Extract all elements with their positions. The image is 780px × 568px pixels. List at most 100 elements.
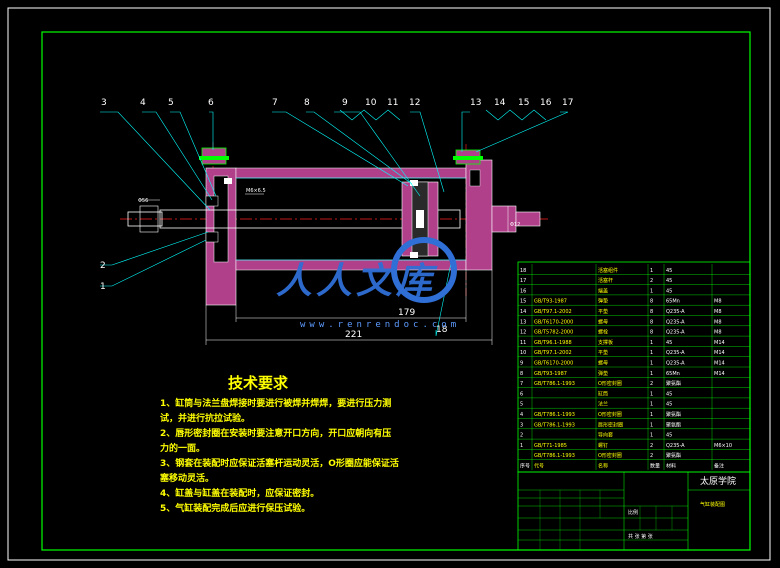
bom-cell-mat: Q235-A (666, 361, 685, 367)
bom-cell-code: GB/T6170-2000 (534, 319, 573, 325)
bom-cell-code: GB/T71-1985 (534, 443, 567, 449)
bom-cell-code: GB/T93-1987 (534, 299, 567, 305)
bom-cell-name: O形密封圈 (598, 411, 622, 418)
bom-cell-no: 1 (520, 443, 523, 449)
bom-cell-qty: 1 (650, 340, 653, 346)
bom-cell-no: 6 (520, 391, 523, 397)
watermark-url: www.renrendoc.com (300, 320, 461, 330)
bom-cell-no: 15 (520, 299, 526, 305)
bom-cell-qty: 2 (650, 278, 653, 284)
bom-cell-code: GB/T97.1-2002 (534, 309, 572, 315)
bom-cell-name: 平垫 (598, 308, 608, 315)
bom-cell-name: 活塞组件 (598, 267, 618, 274)
part-number: 6 (208, 98, 214, 108)
bom-cell-mat: 45 (666, 268, 672, 274)
bom-cell-no: 4 (520, 412, 523, 418)
bom-cell-mat: Q235-A (666, 350, 685, 356)
tech-title: 技术要求 (228, 374, 289, 392)
bom-cell-note: M14 (714, 340, 725, 346)
part-number: 12 (409, 98, 420, 108)
bom-cell-qty: 1 (650, 391, 653, 397)
bom-cell-qty: 1 (650, 402, 653, 408)
bom-cell-qty: 8 (650, 330, 653, 336)
cylinder-barrel (235, 167, 467, 271)
bom-cell-no: 16 (520, 288, 526, 294)
dim-overall: 221 (345, 330, 362, 340)
bom-cell-name: 活塞杆 (598, 277, 613, 284)
bom-cell-code: GB/T5782-2000 (534, 330, 573, 336)
bom-cell-qty: 8 (650, 309, 653, 315)
bom-cell-mat: 45 (666, 340, 672, 346)
bom-cell-name: 弹垫 (598, 298, 608, 305)
bom-cell-qty: 数量 (650, 463, 660, 470)
bom-cell-name: O形密封圈 (598, 452, 622, 459)
scale-label: 比例 (628, 509, 638, 516)
part-number: 1 (100, 282, 106, 292)
bom-cell-no: 3 (520, 422, 523, 428)
part-number: 2 (100, 261, 106, 271)
bom-cell-mat: 65Mn (666, 371, 680, 377)
bom-cell-qty: 8 (650, 299, 653, 305)
bom-cell-mat: Q235-A (666, 309, 685, 315)
dim-side: M6×6.5 (246, 188, 266, 194)
bom-cell-name: 唇形密封圈 (598, 421, 623, 428)
front-flange (199, 147, 237, 306)
bom-cell-qty: 1 (650, 422, 653, 428)
piston (401, 181, 439, 257)
bom-cell-mat: 聚氨酯 (666, 411, 681, 418)
dim-flange: Φ56 (138, 198, 148, 204)
tech-item: 1、缸筒与法兰盘焊接时要进行被焊并焊焊，要进行压力测 (160, 399, 392, 409)
bom-cell-code: GB/T786.1-1993 (534, 381, 575, 387)
bom-cell-mat: Q235-A (666, 319, 685, 325)
bom-cell-name: 弹垫 (598, 370, 608, 377)
dimension-lines (140, 193, 509, 345)
bom-cell-no: 14 (520, 309, 526, 315)
bom-cell-note: 备注 (714, 463, 724, 470)
bom-cell-note: M14 (714, 350, 725, 356)
bom-cell-mat: Q235-A (666, 330, 685, 336)
dim-extra: Φ12 (510, 222, 520, 228)
bom-cell-mat: 65Mn (666, 299, 680, 305)
bom-cell-mat: 45 (666, 391, 672, 397)
bom-cell-note: M8 (714, 330, 722, 336)
bom-cell-no: 9 (520, 361, 523, 367)
bom-cell-mat: 45 (666, 402, 672, 408)
watermark-logo (391, 237, 457, 303)
tech-item: 5、气缸装配完成后应进行保压试验。 (160, 504, 311, 514)
bom-cell-note: M14 (714, 371, 725, 377)
piston-rod (127, 205, 461, 233)
bom-cell-qty: 1 (650, 433, 653, 439)
bom-cell-qty: 1 (650, 350, 653, 356)
bom-cell-no: 7 (520, 381, 523, 387)
bom-cell-note: M6×10 (714, 443, 732, 449)
bom-cell-qty: 1 (650, 412, 653, 418)
leader-lines (100, 111, 569, 337)
bom-cell-no: 序号 (520, 463, 530, 470)
bom-cell-note: M8 (714, 319, 722, 325)
tech-item: 塞移动灵活。 (160, 474, 215, 484)
rear-cap (453, 149, 541, 271)
bom-cell-code: 代号 (534, 463, 544, 470)
bom-cell-code: GB/T6170-2000 (534, 361, 573, 367)
bom-cell-mat: 聚氨酯 (666, 421, 681, 428)
bom-cell-qty: 1 (650, 371, 653, 377)
tech-item: 2、唇形密封圈在安装时要注意开口方向，开口应朝向有压 (160, 429, 392, 439)
part-number: 10 (365, 98, 377, 108)
bom-cell-code: GB/T786.1-1993 (534, 412, 575, 418)
bom-cell-no: 8 (520, 371, 523, 377)
bom-cell-qty: 1 (650, 361, 653, 367)
part-number: 16 (540, 98, 552, 108)
bom-cell-note: M8 (714, 299, 722, 305)
bom-cell-code: GB/T97.1-2002 (534, 350, 572, 356)
part-number: 17 (562, 98, 573, 108)
watermark-text: 人人文库 (276, 260, 437, 302)
sheet-label: 共 张 第 张 (628, 533, 653, 540)
part-number: 18 (436, 325, 448, 335)
dim-inner: 179 (398, 308, 415, 318)
bom-cell-no: 13 (520, 319, 526, 325)
part-number-labels: 3 4 5 6 7 8 9 10 11 12 13 14 15 16 17 2 … (100, 98, 573, 335)
part-number: 15 (518, 98, 529, 108)
bom-cell-no: 2 (520, 433, 523, 439)
